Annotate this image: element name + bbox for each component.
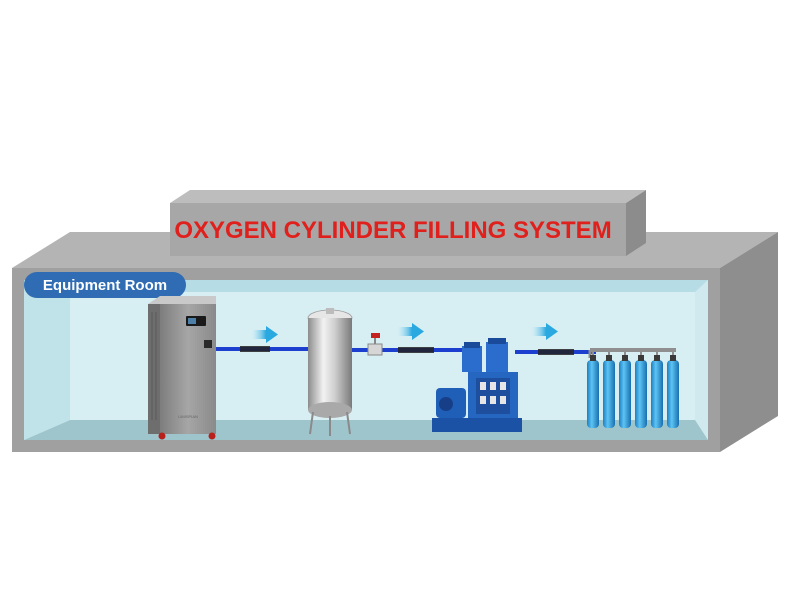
room-left-side xyxy=(24,280,70,440)
generator-display xyxy=(188,318,196,324)
room-box xyxy=(12,232,778,452)
pipe-fitting xyxy=(538,349,574,355)
generator-wheel xyxy=(208,432,216,440)
generator-brand-label: LIMISPIAN xyxy=(178,414,198,419)
oxygen-booster-compressor xyxy=(432,338,522,432)
oxygen-cylinder xyxy=(619,350,631,428)
compressor-gauge xyxy=(500,382,506,390)
title-plate-top xyxy=(170,190,646,203)
compressor-motor-fan xyxy=(439,397,453,411)
tank-neck xyxy=(326,308,334,314)
flow-arrow-icon xyxy=(532,323,558,340)
tank-leg xyxy=(346,411,351,435)
compressor-gauge xyxy=(490,396,496,404)
compressor-base xyxy=(432,418,522,432)
generator-gauge xyxy=(204,340,212,348)
oxygen-cylinder xyxy=(667,350,679,428)
compressor-head xyxy=(486,342,508,372)
tank-body xyxy=(308,318,352,410)
flow-arrow-icon xyxy=(398,323,424,340)
room-label: Equipment Room xyxy=(43,277,167,294)
compressor-head-cap xyxy=(464,342,480,348)
oxygen-cylinder-bank xyxy=(587,348,679,428)
generator-wheel xyxy=(158,432,166,440)
oxygen-cylinder xyxy=(587,350,599,428)
room-right-wall xyxy=(720,232,778,452)
tank-bottom-cap xyxy=(308,402,352,418)
diagram-title: OXYGEN CYLINDER FILLING SYSTEM xyxy=(174,217,611,244)
compressor-gauge xyxy=(480,382,486,390)
compressor-head-cap xyxy=(488,338,506,344)
title-plate: OXYGEN CYLINDER FILLING SYSTEM xyxy=(170,190,646,256)
title-plate-side xyxy=(626,190,646,256)
oxygen-cylinder xyxy=(603,350,615,428)
flow-arrow-icon xyxy=(252,326,278,343)
pipeline xyxy=(214,333,596,356)
equipment-room-badge: Equipment Room xyxy=(24,272,186,298)
tank-leg xyxy=(309,411,314,435)
room-back-wall xyxy=(24,280,708,292)
valve-icon xyxy=(367,333,383,356)
generator-vent-grille xyxy=(151,312,157,420)
compressor-gauge xyxy=(500,396,506,404)
pipe-fitting xyxy=(398,347,434,353)
generator-top xyxy=(148,296,216,304)
title-plate-front xyxy=(170,203,626,256)
compressor-head xyxy=(462,346,482,372)
oxygen-cylinder xyxy=(635,350,647,428)
compressor-gauge xyxy=(490,382,496,390)
buffer-tank xyxy=(307,308,353,436)
compressor-gauge xyxy=(480,396,486,404)
oxygen-cylinder xyxy=(651,350,663,428)
generator-side xyxy=(148,304,162,434)
oxygen-generator: LIMISPIAN xyxy=(148,296,216,440)
room-badge-bg xyxy=(24,272,186,298)
pipe-fitting xyxy=(240,346,270,352)
